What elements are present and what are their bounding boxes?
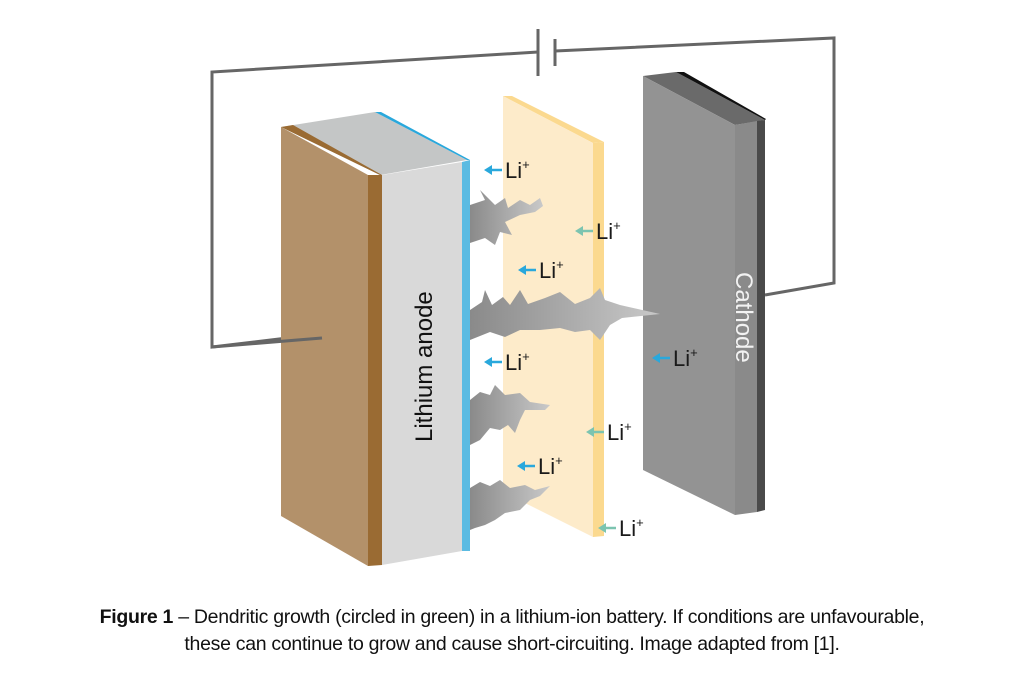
dendrite	[470, 480, 550, 530]
dendrite-short-circuit	[470, 288, 660, 340]
ion-charge: +	[522, 349, 530, 364]
dendrite	[470, 190, 543, 245]
caption-dash: –	[173, 606, 194, 628]
caption-text-1: Dendritic growth (circled in green) in a…	[193, 606, 925, 628]
ion-charge: +	[636, 515, 644, 530]
copper-current-collector	[281, 127, 368, 566]
arrow-head-icon	[598, 523, 606, 533]
anode-face	[382, 162, 462, 565]
cathode: Cathode	[643, 72, 766, 515]
cathode-label: Cathode	[730, 272, 757, 363]
ion-charge: +	[690, 345, 698, 360]
figure-caption: Figure 1 – Dendritic growth (circled in …	[0, 604, 1024, 658]
anode-surface-layer	[462, 160, 470, 551]
caption-line-1: Figure 1 – Dendritic growth (circled in …	[0, 604, 1024, 631]
dendrites	[470, 190, 660, 530]
separator-edge	[593, 142, 604, 537]
anode-label: Lithium anode	[411, 291, 438, 442]
ion-charge: +	[624, 419, 632, 434]
arrow-head-icon	[518, 265, 526, 275]
ion-charge: +	[522, 157, 530, 172]
figure-label: Figure 1	[99, 606, 174, 628]
ion-label: Li+	[596, 218, 621, 244]
cathode-back-edge	[757, 120, 765, 512]
caption-line-2: these can continue to grow and cause sho…	[184, 633, 840, 655]
cathode-side-face	[735, 121, 757, 515]
arrow-head-icon	[484, 165, 492, 175]
battery-cell-icon	[536, 29, 557, 76]
li-ion: Li+	[586, 419, 632, 445]
anode-wire-contact	[211, 336, 323, 349]
lithium-anode: Lithium anode	[281, 112, 470, 566]
li-ion: Li+	[598, 515, 644, 541]
arrow-head-icon	[586, 427, 594, 437]
ion-label: Li+	[619, 515, 644, 541]
cathode-top	[643, 72, 765, 125]
arrow-head-icon	[652, 353, 660, 363]
ion-charge: +	[555, 453, 563, 468]
copper-edge	[368, 175, 382, 566]
anode-top	[281, 112, 467, 175]
arrow-head-icon	[575, 226, 583, 236]
dendrite	[470, 385, 550, 445]
arrow-head-icon	[484, 357, 492, 367]
ion-charge: +	[556, 257, 564, 272]
cathode-front-face	[643, 76, 735, 515]
battery-diagram: Cathode Lithium anode Li+Li+Li+Li+Li+Li+…	[210, 29, 836, 566]
external-circuit-wire	[210, 36, 836, 349]
arrow-head-icon	[517, 461, 525, 471]
ion-label: Li+	[607, 419, 632, 445]
ion-charge: +	[613, 218, 621, 233]
